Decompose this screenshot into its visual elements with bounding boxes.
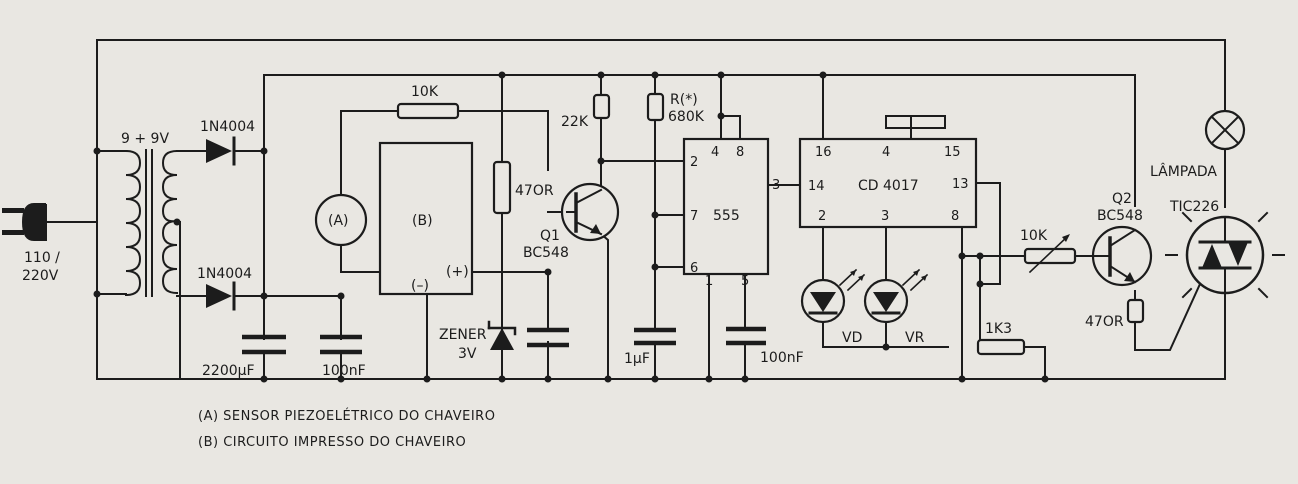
capacitor-board-icon (527, 327, 569, 348)
pin-555-5: 5 (741, 274, 749, 289)
pin-555-7: 7 (690, 209, 698, 224)
label-transformer: 9 + 9V (121, 131, 169, 147)
pin-555-4: 4 (711, 145, 719, 160)
resistor-22k-icon (592, 93, 611, 120)
label-r470-left: 47OR (515, 183, 554, 199)
label-r10k-top: 10K (411, 84, 439, 100)
pin-555-6: 6 (690, 261, 698, 276)
resistor-470r-left-icon (492, 160, 512, 215)
label-q1-line2: BC548 (523, 245, 569, 261)
label-led-vd: VD (842, 330, 862, 346)
junction-dots (93, 71, 1049, 383)
piezo-sensor-icon (314, 193, 368, 247)
pin-555-8: 8 (736, 145, 744, 160)
transformer-icon (124, 149, 181, 297)
caption-b: (B) CIRCUITO IMPRESSO DO CHAVEIRO (198, 435, 466, 450)
label-board-plus: (+) (446, 264, 469, 280)
label-q2-line1: Q2 (1112, 191, 1132, 207)
ic555-pin-labels: 2 4 8 3 7 6 1 5 (690, 145, 780, 289)
label-ic555: 555 (713, 208, 740, 224)
resistor-1k3-icon (976, 338, 1026, 356)
capacitor-100nf-a-icon (320, 334, 362, 355)
label-led-vr: VR (905, 330, 925, 346)
pin-4017-8: 8 (951, 209, 959, 224)
label-sensor: (A) (328, 213, 349, 229)
label-c1uf: 1µF (624, 351, 650, 367)
diode-d2-icon (206, 281, 236, 311)
resistor-680k-icon (646, 92, 665, 122)
capacitor-1uf-icon (634, 327, 676, 346)
label-q1-line1: Q1 (540, 228, 560, 244)
label-board: (B) (412, 213, 433, 229)
lamp-icon (1204, 109, 1246, 151)
pin-4017-2: 2 (818, 209, 826, 224)
transistor-q2-icon (1089, 225, 1153, 287)
label-triac: TIC226 (1169, 199, 1219, 215)
label-mains-line1: 110 / (24, 250, 60, 266)
triac-icon (1165, 195, 1285, 315)
pin-555-3: 3 (772, 178, 780, 193)
caption-a: (A) SENSOR PIEZOELÉTRICO DO CHAVEIRO (198, 408, 495, 424)
diode-d1-icon (206, 136, 236, 166)
label-r470-b: 47OR (1085, 314, 1124, 330)
label-r22k: 22K (561, 114, 589, 130)
label-r1k3: 1K3 (985, 321, 1012, 337)
label-q2-line2: BC548 (1097, 208, 1143, 224)
pin-4017-13: 13 (952, 177, 969, 192)
label-d2: 1N4004 (197, 266, 252, 282)
ic-cd4017-box (798, 137, 978, 229)
label-zener-line2: 3V (458, 346, 477, 362)
label-rstar-line2: 680K (668, 109, 705, 125)
pin-4017-4: 4 (882, 145, 890, 160)
label-r10k-b: 10K (1020, 228, 1048, 244)
resistor-470r-b-icon (1126, 298, 1145, 324)
label-c2: 100nF (322, 363, 366, 379)
label-zener-line1: ZENER (439, 327, 487, 343)
label-d1: 1N4004 (200, 119, 255, 135)
ic-555-box (682, 137, 770, 276)
label-ic4017: CD 4017 (858, 178, 919, 194)
transistor-q1-icon (560, 182, 620, 242)
label-lamp: LÂMPADA (1150, 162, 1217, 180)
mains-plug-icon (2, 203, 47, 241)
trimmer-10k-icon (1023, 234, 1077, 274)
legend-captions: (A) SENSOR PIEZOELÉTRICO DO CHAVEIRO (B)… (198, 408, 495, 450)
label-c1: 2200µF (202, 363, 255, 379)
label-board-minus: (–) (411, 278, 429, 294)
label-c100nf-b: 100nF (760, 350, 804, 366)
led-vd-icon (800, 268, 866, 324)
label-mains-line2: 220V (22, 268, 59, 284)
pin-4017-15: 15 (944, 145, 961, 160)
pin-4017-14: 14 (808, 179, 825, 194)
pin-555-2: 2 (690, 155, 698, 170)
led-vr-icon (863, 268, 929, 324)
ic4017-pin-labels: 16 4 15 14 13 2 3 8 (808, 145, 969, 224)
keychain-board-box (378, 141, 474, 296)
pin-4017-3: 3 (881, 209, 889, 224)
pin-4017-16: 16 (815, 145, 832, 160)
label-rstar-line1: R(*) (670, 92, 698, 108)
capacitor-2200uf-icon (242, 334, 286, 355)
resistor-10k-top-icon (396, 102, 460, 120)
zener-diode-icon (487, 320, 517, 350)
pin-555-1: 1 (705, 274, 713, 289)
component-labels: 110 / 220V 9 + 9V 1N4004 1N4004 2200µF 1… (22, 84, 1219, 379)
capacitor-100nf-b-icon (726, 326, 766, 346)
